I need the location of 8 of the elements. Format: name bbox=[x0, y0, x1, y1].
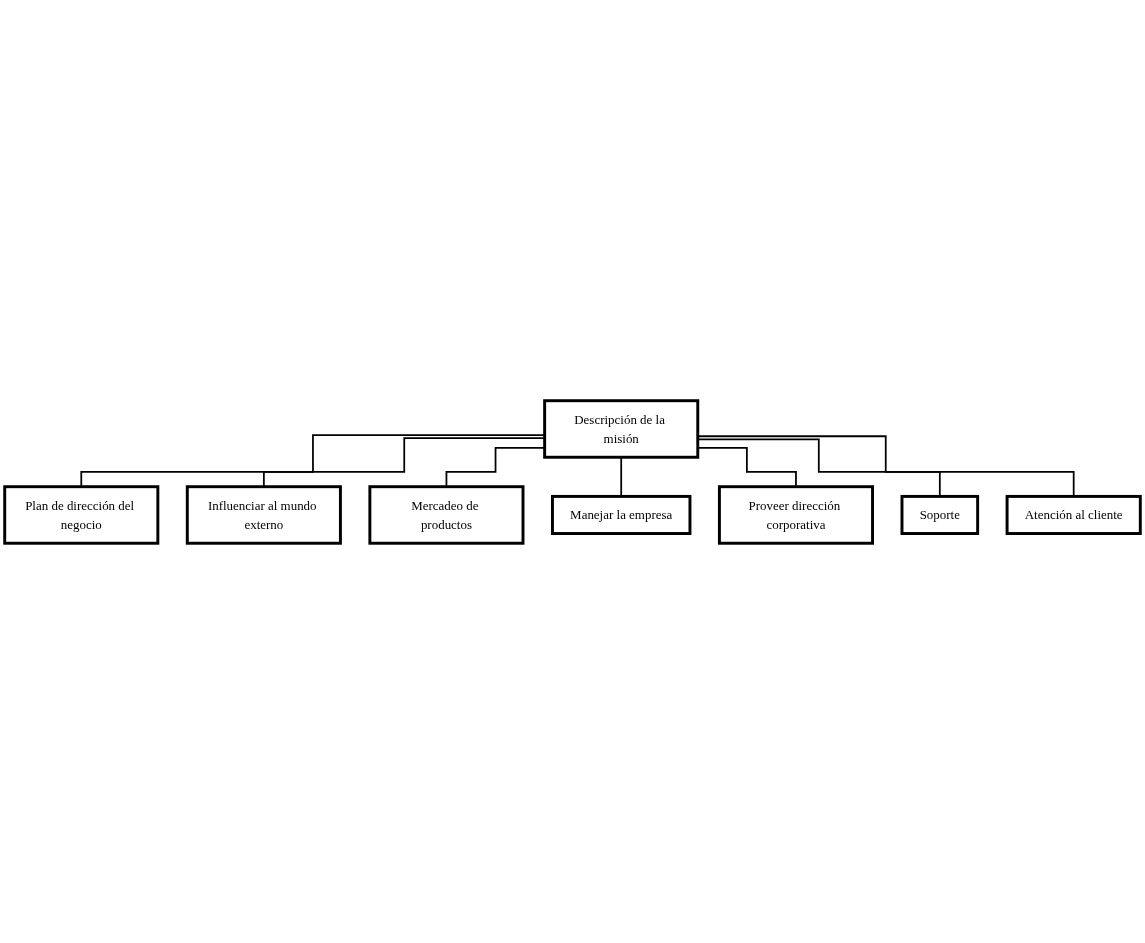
node-box: Descripción de la misión bbox=[543, 398, 700, 459]
node-box: Proveer dirección corporativa bbox=[717, 484, 874, 545]
node-box: Mercadeo de productos bbox=[368, 484, 525, 545]
node-box: Soporte bbox=[900, 494, 980, 535]
node-box: Manejar la empresa bbox=[551, 494, 692, 535]
node-box: Influenciar al mundo externo bbox=[185, 484, 342, 545]
node-box: Atención al cliente bbox=[1005, 494, 1142, 535]
node-box: Plan de dirección del negocio bbox=[3, 484, 160, 545]
